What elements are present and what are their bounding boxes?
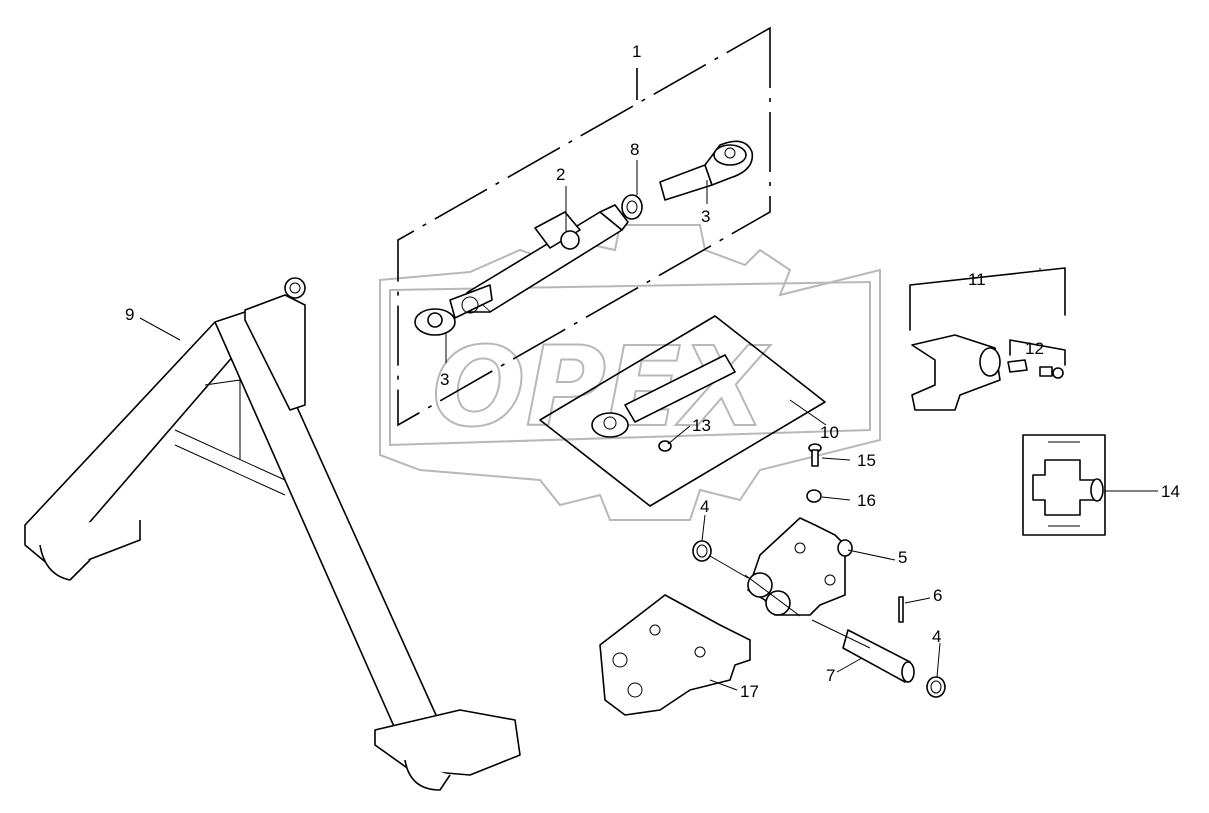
callout-8: 8: [630, 140, 639, 159]
callout-9: 9: [125, 305, 134, 324]
pin-item-7: [842, 629, 915, 683]
threaded-rod-item-10: [591, 354, 736, 438]
main-frame-item-9: [24, 277, 521, 791]
bolt-item-15: [808, 443, 822, 467]
callout-15: 15: [857, 451, 876, 470]
callout-7: 7: [826, 666, 835, 685]
item-12-bracket: [1009, 339, 1066, 366]
callout-17: 17: [740, 682, 759, 701]
callout-12: 12: [1025, 339, 1044, 358]
callout-4-right: 4: [932, 627, 941, 646]
callout-3-left: 3: [440, 370, 449, 389]
cross-joint-item-14: [1032, 441, 1104, 527]
pin-item-6: [898, 596, 904, 623]
callout-10: 10: [820, 423, 839, 442]
nut-item-8: [621, 194, 643, 220]
screw-item-12: [1007, 359, 1064, 379]
callout-13: 13: [692, 416, 711, 435]
callout-1: 1: [632, 42, 641, 61]
washer-item-4-left: [692, 540, 712, 562]
top-link-assembly: [414, 204, 629, 336]
callout-labels: 1 2 8 3 3 9 11 12 13 10 15 14 16 4 5 6 4…: [125, 42, 1180, 701]
callout-4-left: 4: [700, 497, 709, 516]
nut-item-16: [806, 489, 822, 503]
leader-lines: [139, 160, 1158, 691]
callout-6: 6: [933, 586, 942, 605]
callout-3-top: 3: [701, 207, 710, 226]
item-10-frame: [539, 315, 826, 507]
callout-11: 11: [968, 270, 986, 289]
callout-5: 5: [898, 548, 907, 567]
yoke-item-11: [911, 334, 1001, 411]
callout-2: 2: [556, 165, 565, 184]
ball-joint-item-3-top: [659, 140, 754, 201]
callout-16: 16: [857, 491, 876, 510]
item-11-frame: [909, 267, 1066, 331]
item-1-frame: [397, 26, 771, 427]
callout-14: 14: [1161, 482, 1180, 501]
watermark-logo: OPEX: [379, 224, 881, 521]
washer-item-4-right: [926, 676, 946, 698]
bracket-item-5: [747, 517, 853, 616]
bracket-item-17: [599, 594, 751, 716]
